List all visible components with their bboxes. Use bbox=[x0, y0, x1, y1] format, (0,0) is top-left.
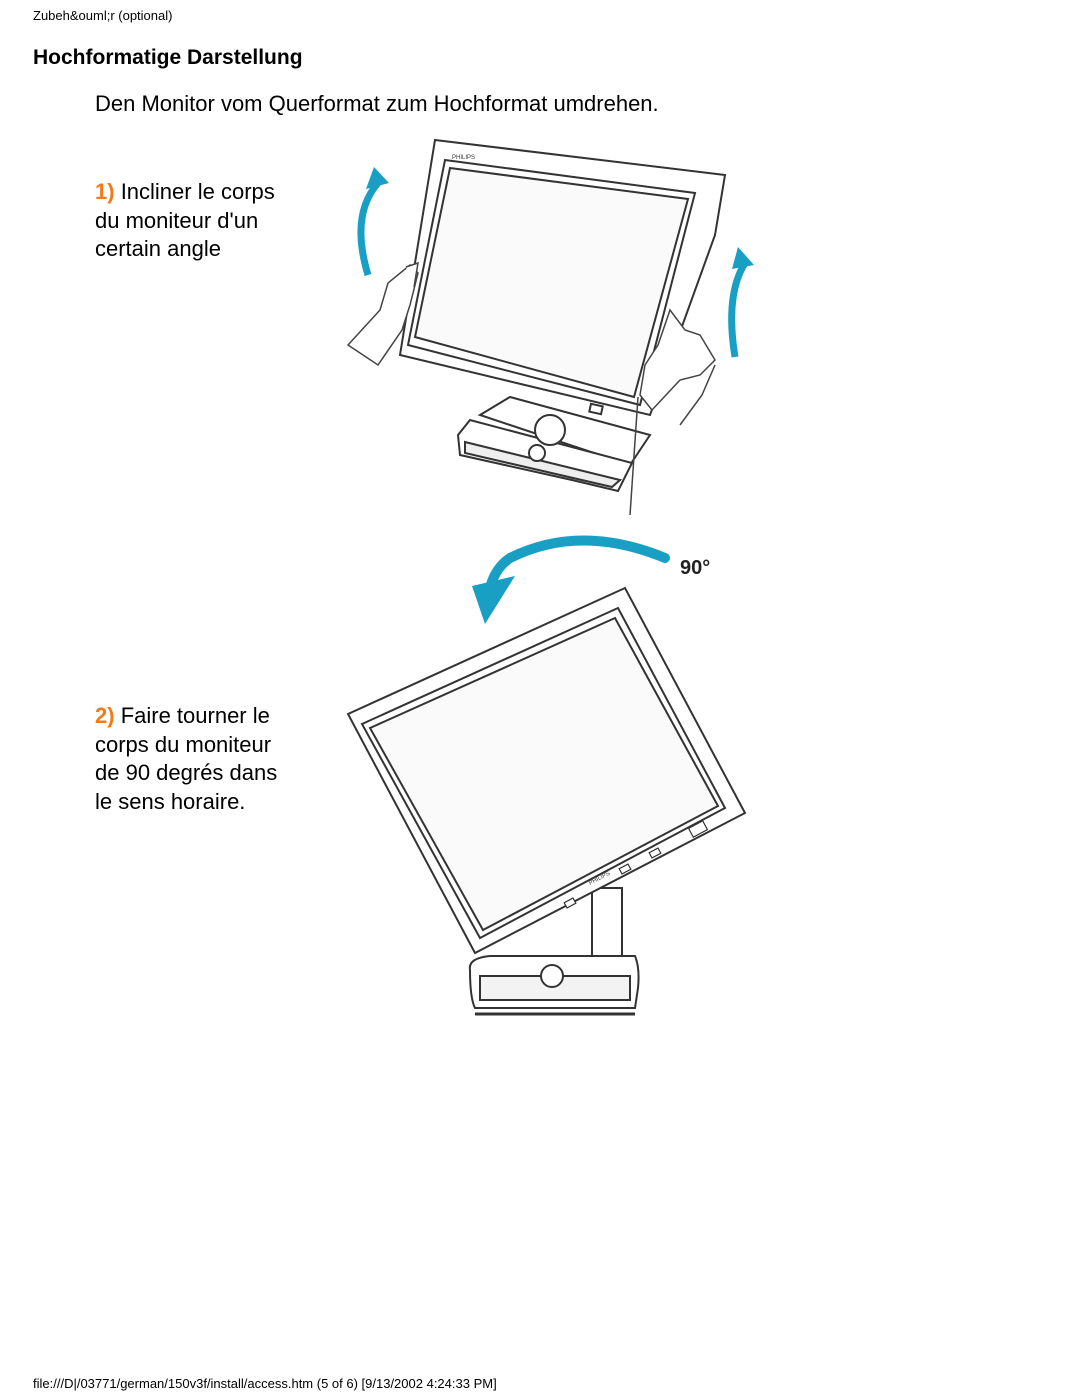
step-2-text: Faire tourner le corps du moniteur de 90… bbox=[95, 703, 278, 814]
left-hand bbox=[346, 261, 419, 367]
monitor-body bbox=[346, 586, 747, 955]
monitor-stand bbox=[468, 887, 640, 1016]
step-1-text: Incliner le corps du moniteur d'un certa… bbox=[95, 179, 275, 261]
rotation-degree-label: 90° bbox=[680, 557, 710, 579]
rotate-monitor-illustration: 90° PHILIPS bbox=[346, 535, 747, 1016]
section-title: Hochformatige Darstellung bbox=[33, 46, 303, 69]
tilt-arrow-right bbox=[728, 247, 754, 358]
intro-text: Den Monitor vom Querformat zum Hochforma… bbox=[95, 91, 659, 116]
tilt-monitor-illustration: PHILIPS bbox=[346, 138, 754, 516]
tilt-arrow-left bbox=[357, 167, 389, 277]
right-hand bbox=[629, 308, 716, 516]
rotation-arrow bbox=[472, 535, 670, 624]
monitor-stand bbox=[456, 395, 652, 493]
monitor-body bbox=[398, 138, 727, 417]
monitor-control-buttons bbox=[563, 820, 709, 909]
step-2-number: 2) bbox=[95, 703, 115, 728]
step-1-number: 1) bbox=[95, 179, 115, 204]
page-footer-text: file:///D|/03771/german/150v3f/install/a… bbox=[33, 1376, 497, 1391]
step-2: 2) Faire tourner le corps du moniteur de… bbox=[95, 702, 285, 816]
step-1: 1) Incliner le corps du moniteur d'un ce… bbox=[95, 178, 285, 264]
monitor-brand-label: PHILIPS bbox=[452, 155, 475, 161]
page-header-text: Zubeh&ouml;r (optional) bbox=[33, 8, 173, 23]
